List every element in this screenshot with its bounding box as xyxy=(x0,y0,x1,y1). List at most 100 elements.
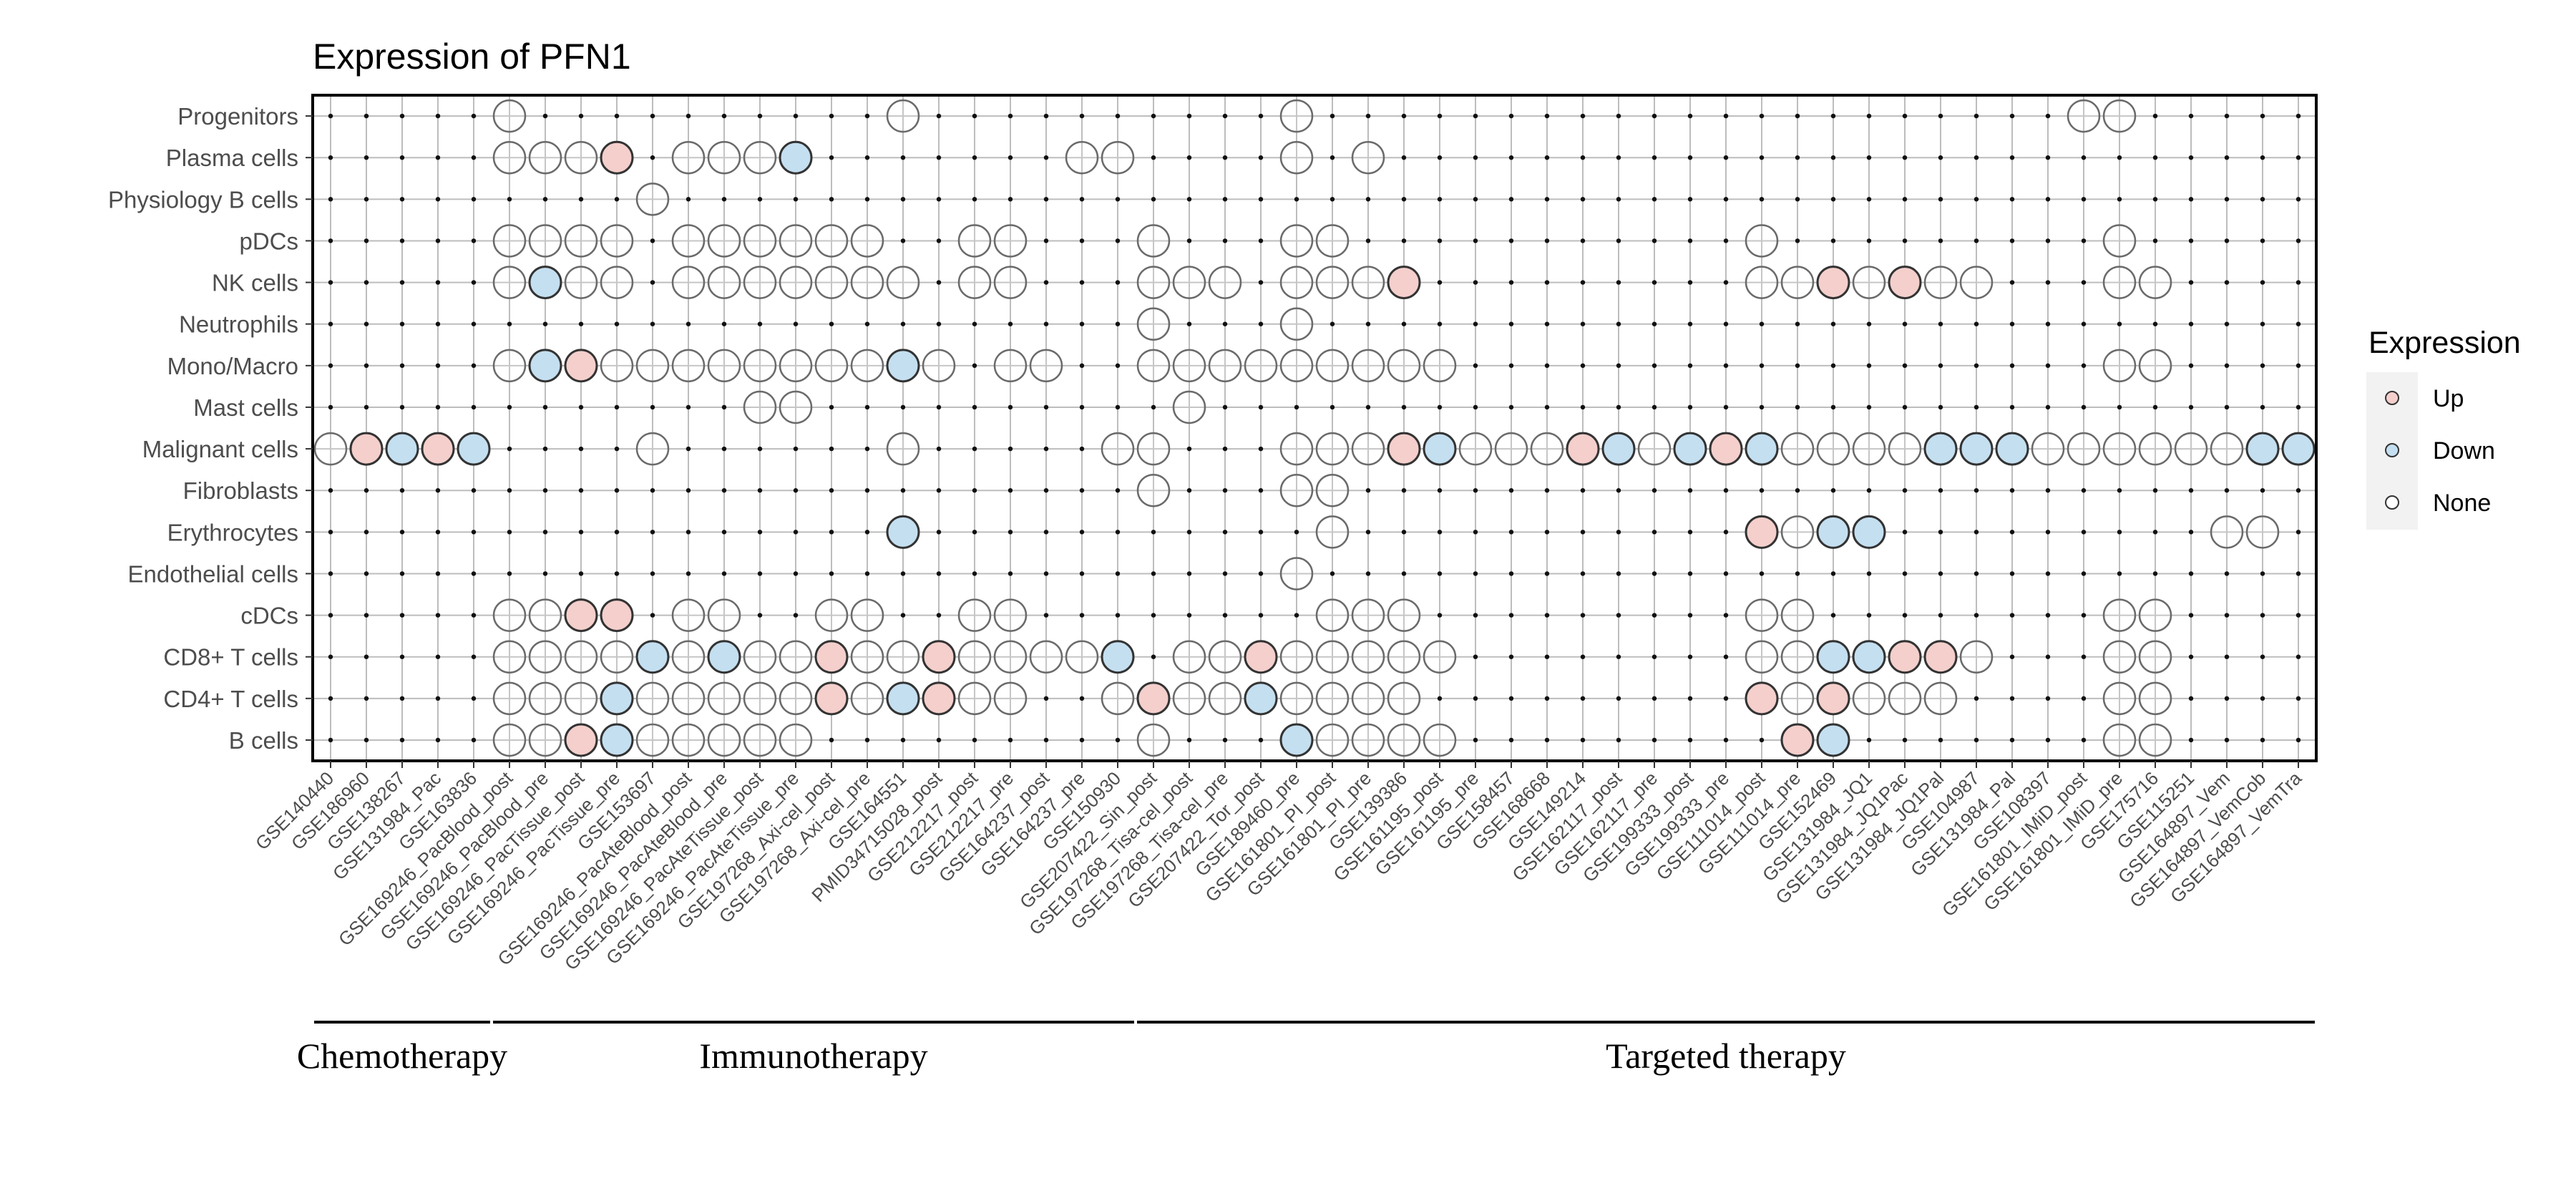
point-nk-cells-29 xyxy=(1351,266,1385,299)
grid-dot xyxy=(900,737,906,743)
grid-dot xyxy=(864,571,870,576)
point-pdcs-13 xyxy=(779,224,813,258)
grid-dot xyxy=(328,321,333,326)
grid-dot xyxy=(1723,113,1729,119)
grid-dot xyxy=(2296,197,2301,202)
point-nk-cells-10 xyxy=(671,266,706,299)
point-progenitors-16 xyxy=(886,99,920,133)
grid-dot xyxy=(650,155,655,160)
grid-dot xyxy=(2188,737,2194,743)
grid-dot xyxy=(1974,238,1979,243)
grid-dot xyxy=(328,613,333,618)
point-mono-macro-7 xyxy=(564,349,598,383)
grid-dot xyxy=(2296,654,2301,659)
point-plasma-cells-12 xyxy=(743,140,777,175)
grid-dot xyxy=(1437,280,1443,285)
grid-dot xyxy=(1473,737,1478,743)
point-cd4-t-cells-8 xyxy=(600,681,634,716)
grid-dot xyxy=(2296,321,2301,326)
point-mono-macro-50 xyxy=(2102,349,2137,383)
plot-border xyxy=(311,94,2318,762)
point-erythrocytes-28 xyxy=(1315,515,1350,549)
point-nk-cells-23 xyxy=(1136,266,1171,299)
grid-dot xyxy=(1437,487,1443,493)
point-pdcs-50 xyxy=(2102,224,2137,258)
grid-dot xyxy=(972,155,977,160)
grid-dot xyxy=(1508,571,1514,576)
grid-dot xyxy=(2045,238,2051,243)
grid-dot xyxy=(1473,280,1478,285)
grid-dot xyxy=(399,696,405,701)
point-cd4-t-cells-14 xyxy=(814,681,849,716)
grid-dot xyxy=(1079,571,1085,576)
point-mono-macro-29 xyxy=(1351,349,1385,383)
grid-dot xyxy=(1151,530,1156,535)
grid-dot xyxy=(399,238,405,243)
grid-dot xyxy=(1830,155,1836,160)
grid-dot xyxy=(1830,113,1836,119)
grid-dot xyxy=(1544,613,1550,618)
grid-dot xyxy=(1365,530,1371,535)
grid-dot xyxy=(1258,613,1264,618)
grid-dot xyxy=(364,321,369,326)
grid-dot xyxy=(2045,321,2051,326)
grid-dot xyxy=(936,321,942,326)
grid-dot xyxy=(1687,487,1693,493)
grid-dot xyxy=(542,446,548,452)
point-nk-cells-40 xyxy=(1745,266,1779,299)
point-plasma-cells-8 xyxy=(600,140,634,175)
point-nk-cells-19 xyxy=(993,266,1028,299)
grid-dot xyxy=(1580,197,1586,202)
grid-dot xyxy=(1759,363,1765,369)
point-mono-macro-28 xyxy=(1315,349,1350,383)
grid-dot xyxy=(1580,404,1586,410)
grid-dot xyxy=(1401,155,1407,160)
legend-key-up xyxy=(2385,391,2399,405)
grid-dot xyxy=(364,696,369,701)
grid-dot xyxy=(721,571,727,576)
grid-dot xyxy=(2152,321,2158,326)
point-malignant-cells-53 xyxy=(2210,432,2244,466)
grid-dot xyxy=(364,113,369,119)
grid-dot xyxy=(2224,155,2230,160)
grid-dot xyxy=(2009,487,2015,493)
grid-dot xyxy=(2188,155,2194,160)
grid-dot xyxy=(1902,321,1908,326)
grid-dot xyxy=(2045,404,2051,410)
grid-dot xyxy=(1544,280,1550,285)
row-label: Neutrophils xyxy=(179,311,298,338)
grid-dot xyxy=(435,737,441,743)
grid-dot xyxy=(1687,280,1693,285)
grid-dot xyxy=(1330,321,1335,326)
point-progenitors-5 xyxy=(492,99,527,133)
point-cd8-t-cells-15 xyxy=(850,640,884,674)
grid-dot xyxy=(1508,737,1514,743)
grid-dot xyxy=(1866,737,1872,743)
grid-dot xyxy=(2045,487,2051,493)
grid-dot xyxy=(721,530,727,535)
grid-dot xyxy=(471,197,477,202)
grid-dot xyxy=(1079,696,1085,701)
grid-dot xyxy=(1473,613,1478,618)
row-label: Erythrocytes xyxy=(167,519,298,545)
grid-dot xyxy=(578,487,584,493)
grid-dot xyxy=(364,487,369,493)
grid-dot xyxy=(793,571,799,576)
grid-dot xyxy=(399,404,405,410)
grid-dot xyxy=(2152,530,2158,535)
point-cd8-t-cells-11 xyxy=(707,640,741,674)
grid-dot xyxy=(1186,238,1192,243)
point-mono-macro-14 xyxy=(814,349,849,383)
grid-dot xyxy=(1043,238,1049,243)
grid-dot xyxy=(1365,487,1371,493)
row-label: Malignant cells xyxy=(142,436,298,462)
group-label: Targeted therapy xyxy=(1606,1036,1846,1076)
point-mono-macro-27 xyxy=(1279,349,1314,383)
grid-dot xyxy=(1759,197,1765,202)
grid-dot xyxy=(2117,321,2122,326)
grid-dot xyxy=(1580,530,1586,535)
grid-dot xyxy=(650,571,655,576)
grid-dot xyxy=(471,654,477,659)
grid-dot xyxy=(900,571,906,576)
